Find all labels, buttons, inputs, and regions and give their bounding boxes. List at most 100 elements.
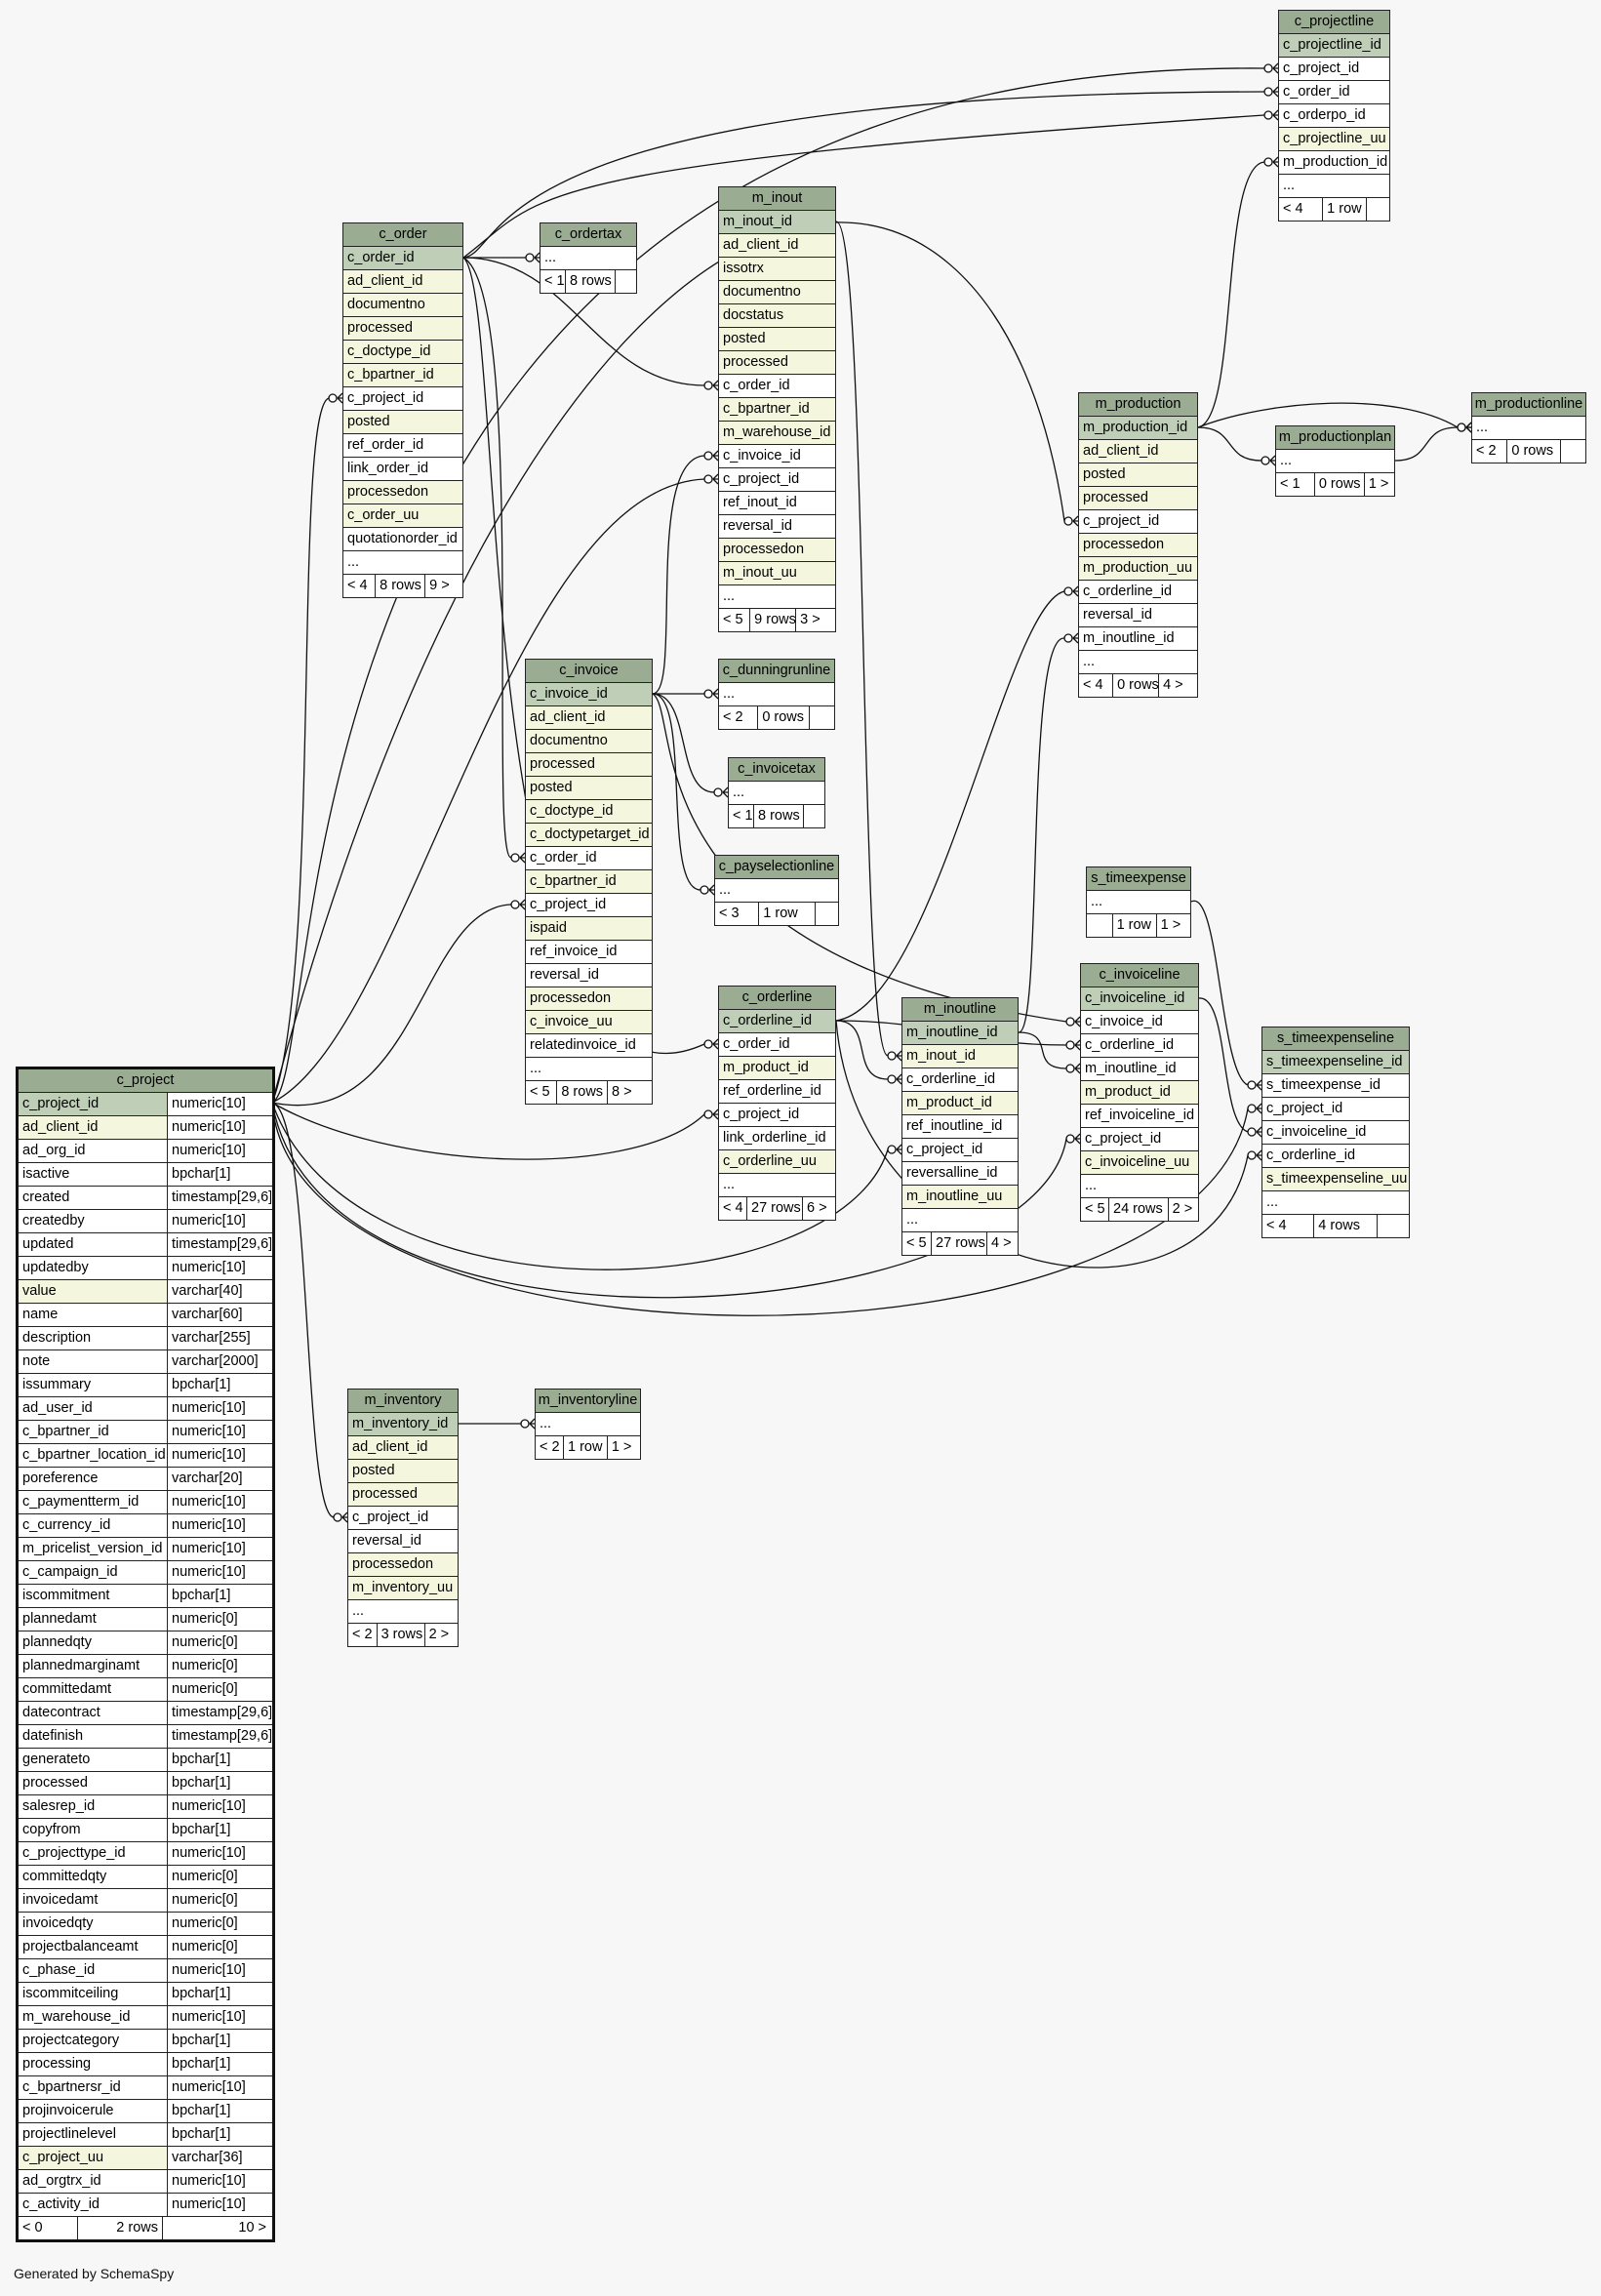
column-row[interactable]: ...: [1081, 1175, 1198, 1198]
column-row[interactable]: c_project_id: [343, 387, 462, 411]
column-row[interactable]: c_project_id: [719, 1104, 835, 1127]
column-row[interactable]: link_orderline_id: [719, 1127, 835, 1150]
column-row[interactable]: ...: [540, 247, 636, 270]
column-row[interactable]: ...: [1079, 651, 1197, 674]
column-row[interactable]: docstatus: [719, 304, 835, 328]
column-row[interactable]: reversal_id: [719, 515, 835, 539]
column-row[interactable]: c_orderline_id: [902, 1068, 1018, 1092]
column-row[interactable]: ...: [715, 879, 838, 903]
column-row[interactable]: ...: [719, 683, 834, 706]
column-row[interactable]: c_orderline_id: [1079, 581, 1197, 604]
column-row[interactable]: c_invoiceline_uu: [1081, 1151, 1198, 1175]
column-row[interactable]: ...: [536, 1413, 640, 1436]
column-row[interactable]: c_project_id: [902, 1139, 1018, 1162]
column-row[interactable]: ...: [526, 1058, 652, 1081]
column-row[interactable]: c_orderline_uu: [719, 1150, 835, 1174]
column-row[interactable]: s_timeexpense_id: [1262, 1074, 1409, 1098]
column-row[interactable]: c_order_uu: [343, 504, 462, 528]
column-row[interactable]: processedon: [348, 1553, 458, 1577]
column-row[interactable]: c_bpartner_id: [719, 398, 835, 422]
column-row[interactable]: documentno: [526, 730, 652, 753]
column-row[interactable]: c_project_id: [526, 894, 652, 917]
column-row[interactable]: m_inventory_id: [348, 1413, 458, 1436]
column-row[interactable]: processed: [348, 1483, 458, 1507]
column-row[interactable]: c_orderline_id: [1081, 1034, 1198, 1058]
column-row[interactable]: processedon: [1079, 534, 1197, 557]
column-row[interactable]: ad_client_id: [343, 270, 462, 294]
column-row[interactable]: posted: [343, 411, 462, 434]
column-row[interactable]: ...: [719, 1174, 835, 1197]
column-row[interactable]: s_timeexpenseline_id: [1262, 1051, 1409, 1074]
column-row[interactable]: m_inventory_uu: [348, 1577, 458, 1600]
column-row[interactable]: ...: [729, 782, 824, 805]
column-row[interactable]: c_order_id: [719, 1033, 835, 1057]
column-row[interactable]: m_inout_id: [902, 1045, 1018, 1068]
column-row[interactable]: ref_orderline_id: [719, 1080, 835, 1104]
column-row[interactable]: c_bpartner_id: [526, 870, 652, 894]
column-row[interactable]: ref_invoiceline_id: [1081, 1105, 1198, 1128]
column-row[interactable]: posted: [1079, 463, 1197, 487]
column-row[interactable]: c_project_id: [1262, 1098, 1409, 1121]
column-row[interactable]: ...: [343, 551, 462, 575]
column-row[interactable]: m_inoutline_id: [902, 1022, 1018, 1045]
column-row[interactable]: m_production_uu: [1079, 557, 1197, 581]
column-row[interactable]: m_inoutline_id: [1081, 1058, 1198, 1081]
column-row[interactable]: ...: [1472, 417, 1585, 440]
column-row[interactable]: m_warehouse_id: [719, 422, 835, 445]
column-row[interactable]: c_order_id: [1279, 81, 1389, 104]
column-row[interactable]: c_order_id: [526, 847, 652, 870]
column-row[interactable]: processed: [343, 317, 462, 341]
column-row[interactable]: c_bpartner_id: [343, 364, 462, 387]
column-row[interactable]: c_invoiceline_id: [1081, 987, 1198, 1011]
column-row[interactable]: posted: [719, 328, 835, 351]
column-row[interactable]: ad_client_id: [719, 234, 835, 258]
column-row[interactable]: m_inout_uu: [719, 562, 835, 585]
column-row[interactable]: processedon: [343, 481, 462, 504]
column-row[interactable]: m_inoutline_uu: [902, 1186, 1018, 1209]
column-row[interactable]: posted: [526, 777, 652, 800]
column-row[interactable]: processedon: [719, 539, 835, 562]
column-row[interactable]: reversalline_id: [902, 1162, 1018, 1186]
column-row[interactable]: m_product_id: [1081, 1081, 1198, 1105]
column-row[interactable]: quotationorder_id: [343, 528, 462, 551]
column-row[interactable]: reversal_id: [526, 964, 652, 987]
column-row[interactable]: ad_client_id: [526, 706, 652, 730]
column-row[interactable]: c_project_id: [719, 468, 835, 492]
column-row[interactable]: processed: [719, 351, 835, 375]
